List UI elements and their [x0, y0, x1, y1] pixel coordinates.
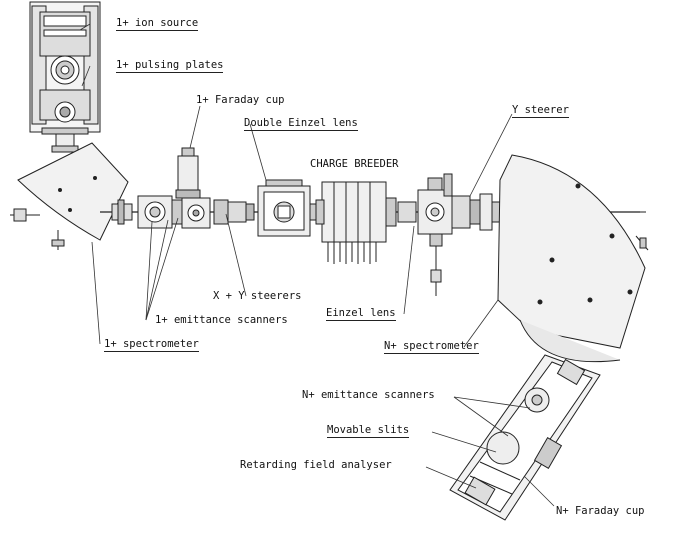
label-emittance-scanners-n: N+ emittance scanners: [302, 389, 435, 401]
label-retarding-field-analyser: Retarding field analyser: [240, 459, 392, 471]
label-xy-steerers: X + Y steerers: [213, 290, 302, 302]
label-charge-breeder: CHARGE BREEDER: [310, 158, 399, 170]
label-emittance-scanners-1: 1+ emittance scanners: [155, 314, 288, 326]
ion-source-assembly: [29, 1, 101, 135]
spectrometer-n-shape: [497, 154, 649, 363]
spectrometer-1-shape: [10, 142, 129, 250]
xy-steerers-shape: [213, 199, 255, 225]
leader-lines: [79, 23, 555, 507]
y-steerer-shape: [443, 173, 507, 231]
charge-breeder-shape: [315, 181, 397, 264]
label-faraday-cup-n: N+ Faraday cup: [556, 505, 645, 517]
faraday-cup-1-shape: [175, 147, 211, 229]
label-y-steerer: Y steerer: [512, 104, 569, 118]
label-double-einzel-lens: Double Einzel lens: [244, 117, 358, 131]
label-spectrometer-1: 1+ spectrometer: [104, 338, 199, 352]
label-pulsing-plates: 1+ pulsing plates: [116, 59, 224, 73]
einzel-lens-shape: [397, 177, 453, 296]
n-diagnostics-shape: [449, 354, 601, 521]
label-ion-source: 1+ ion source: [116, 17, 199, 31]
label-faraday-cup-1: 1+ Faraday cup: [196, 94, 285, 106]
label-movable-slits: Movable slits: [327, 424, 410, 438]
label-einzel-lens: Einzel lens: [326, 307, 396, 321]
double-einzel-lens-shape: [257, 179, 321, 237]
emittance-scanners-1-shape: [137, 195, 183, 229]
label-spectrometer-n: N+ spectrometer: [384, 340, 479, 354]
